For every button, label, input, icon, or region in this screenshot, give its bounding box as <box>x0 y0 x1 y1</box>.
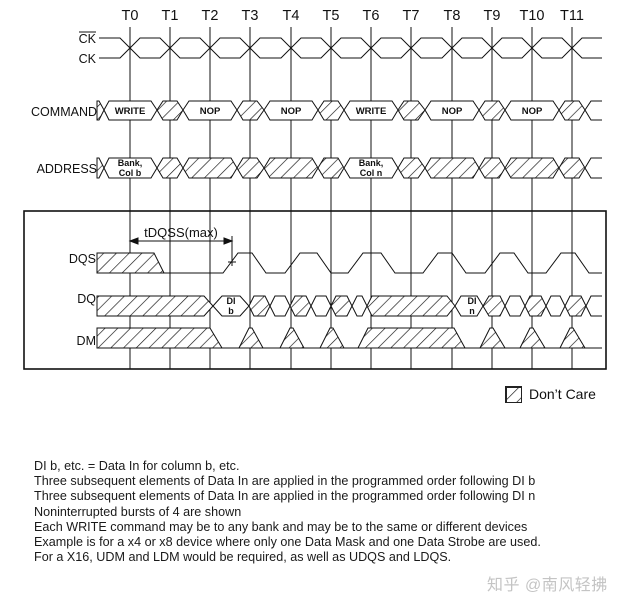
clock-label-t8: T8 <box>444 8 461 24</box>
watermark: 知乎 @南风轻拂 <box>487 577 608 594</box>
command-write-2: WRITE <box>356 106 387 117</box>
tdqss-annotation <box>128 236 236 266</box>
address-bank-col-n-line2: Col n <box>360 168 383 178</box>
note-line: Three subsequent elements of Data In are… <box>34 489 536 504</box>
clock-label-t7: T7 <box>403 8 420 24</box>
clock-labels: T0 T1 T2 T3 T4 T5 T6 T7 T8 T9 T10 T11 <box>122 8 584 24</box>
clock-label-t3: T3 <box>242 8 259 24</box>
clock-label-t1: T1 <box>162 8 179 24</box>
dqs-waveform <box>96 252 602 274</box>
footnotes: DI b, etc. = Data In for column b, etc. … <box>34 459 541 565</box>
address-bank-col-b-line2: Col b <box>119 168 142 178</box>
signal-label-ck-bar: CK <box>79 32 97 46</box>
signal-labels: CK CK COMMAND ADDRESS DQS DQ DM <box>31 31 97 348</box>
command-write-1: WRITE <box>115 106 146 117</box>
clock-label-t9: T9 <box>484 8 501 24</box>
command-nop-1: NOP <box>200 106 221 117</box>
note-line: DI b, etc. = Data In for column b, etc. <box>34 459 240 473</box>
note-line: Example is for a x4 or x8 device where o… <box>34 535 541 550</box>
clock-label-t11: T11 <box>560 8 584 24</box>
legend: Don’t Care <box>505 384 596 404</box>
note-line: Three subsequent elements of Data In are… <box>34 474 536 489</box>
command-nop-2: NOP <box>281 106 302 117</box>
data-in-n-line1: DI <box>468 296 477 306</box>
data-in-b-line1: DI <box>227 296 236 306</box>
clock-waveform <box>99 37 602 59</box>
address-bank-col-b-line1: Bank, <box>118 158 143 168</box>
data-section-box <box>23 210 607 370</box>
command-nop-4: NOP <box>522 106 543 117</box>
data-in-b-line2: b <box>228 306 234 316</box>
note-line: Noninterrupted bursts of 4 are shown <box>34 504 242 519</box>
address-bank-col-n-line1: Bank, <box>359 158 384 168</box>
clock-edge-lines <box>129 27 573 369</box>
dm-waveform <box>96 327 602 349</box>
note-line: For a X16, UDM and LDM would be required… <box>34 550 452 565</box>
signal-label-dq: DQ <box>77 292 96 306</box>
dq-data-labels: DI b DI n <box>227 296 477 316</box>
dq-waveform <box>96 295 602 317</box>
clock-label-t6: T6 <box>363 8 380 24</box>
address-labels: Bank, Col b Bank, Col n <box>118 158 384 178</box>
command-bus <box>96 100 602 121</box>
clock-label-t5: T5 <box>323 8 340 24</box>
command-labels: WRITE NOP NOP WRITE NOP NOP <box>115 106 543 117</box>
clock-label-t0: T0 <box>122 8 139 24</box>
signal-label-ck: CK <box>79 52 97 66</box>
signal-label-dqs: DQS <box>69 252 96 266</box>
legend-label: Don’t Care <box>529 386 596 402</box>
signal-label-command: COMMAND <box>31 105 97 119</box>
data-in-n-line2: n <box>469 306 475 316</box>
signal-label-dm: DM <box>77 334 96 348</box>
address-bus <box>96 157 602 179</box>
clock-label-t10: T10 <box>520 8 545 24</box>
clock-label-t2: T2 <box>202 8 219 24</box>
hatched-box-icon <box>505 385 522 403</box>
signal-label-address: ADDRESS <box>37 162 97 176</box>
note-line: Each WRITE command may be to any bank an… <box>34 519 528 534</box>
clock-label-t4: T4 <box>283 8 300 24</box>
command-nop-3: NOP <box>442 106 463 117</box>
tdqss-label: tDQSS(max) <box>144 225 218 240</box>
